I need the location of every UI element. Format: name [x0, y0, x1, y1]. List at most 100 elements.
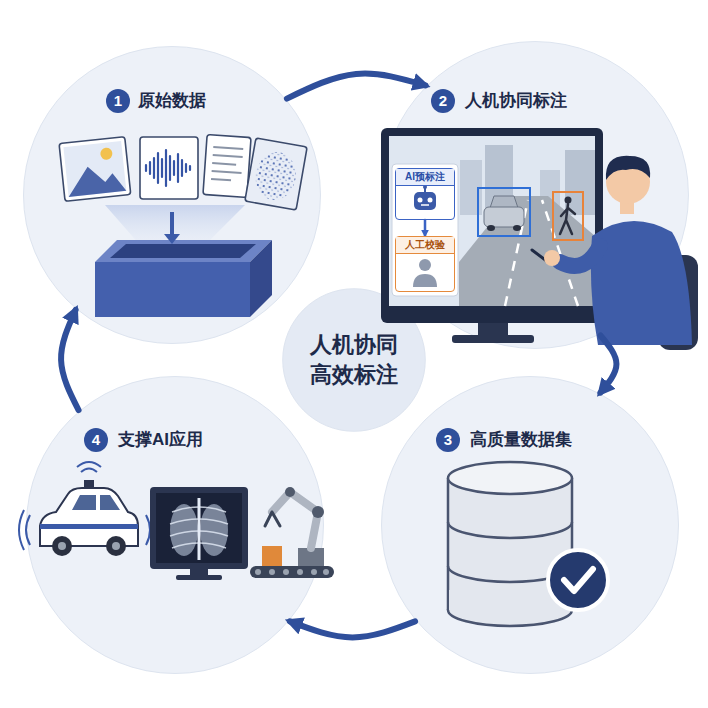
robot-icon	[421, 204, 429, 206]
step-heading: 人机协同标注	[465, 90, 567, 112]
robot-arm	[323, 569, 329, 575]
self-driving-car	[84, 480, 94, 487]
cycle-arrow	[600, 335, 616, 392]
down-arrow	[170, 212, 174, 236]
monitor	[389, 136, 595, 306]
robot-icon	[428, 198, 433, 203]
person-icon	[413, 259, 437, 287]
self-driving-car	[40, 524, 138, 529]
annotator	[532, 156, 698, 350]
monitor	[381, 128, 603, 323]
light-beam	[105, 205, 245, 245]
database	[448, 462, 608, 626]
image-card	[59, 137, 131, 202]
xray-monitor	[170, 507, 228, 548]
self-driving-car	[40, 488, 138, 546]
image-card	[100, 147, 113, 160]
callout-number: 4	[84, 428, 108, 452]
robot-arm	[285, 487, 295, 497]
robot-arm	[272, 492, 318, 548]
audio-card	[140, 137, 198, 199]
xray-monitor	[176, 575, 222, 580]
car-on-screen	[490, 196, 518, 208]
robot-icon	[418, 198, 423, 203]
image-card	[63, 141, 126, 197]
robot-arm	[297, 569, 303, 575]
xray-monitor	[150, 487, 248, 569]
flow-arrow	[424, 220, 427, 236]
point-cloud-card	[245, 138, 307, 210]
callout-number: 2	[431, 89, 455, 113]
robot-arm	[283, 569, 289, 575]
pedestrian	[553, 192, 583, 240]
monitor	[452, 335, 534, 343]
panel-label: 人工校验	[396, 237, 454, 254]
database	[448, 462, 572, 494]
robot-arm	[312, 506, 324, 518]
robot-arm	[255, 569, 261, 575]
panel-box: 人工校验	[395, 236, 455, 292]
robot-icon	[423, 185, 427, 189]
robot-icon	[414, 185, 436, 210]
pedestrian	[560, 204, 575, 234]
label-anchor: 2	[431, 89, 455, 113]
data-box	[95, 262, 250, 317]
car-on-screen	[484, 207, 524, 227]
self-driving-car	[19, 462, 157, 556]
data-box	[250, 240, 272, 317]
center-title: 人机协同 高效标注	[305, 330, 404, 389]
document-card	[203, 135, 251, 198]
point-cloud-card	[252, 149, 300, 203]
self-driving-car	[72, 495, 120, 510]
monitor	[381, 128, 603, 343]
document-card	[203, 135, 251, 198]
raw-data-cards	[59, 135, 307, 317]
cycle-arrow	[290, 621, 415, 637]
label-anchor: 3	[436, 428, 460, 452]
robot-icon	[414, 192, 436, 210]
self-driving-car	[106, 536, 126, 556]
robot-arm	[269, 569, 275, 575]
data-box	[95, 240, 272, 317]
monitor	[565, 150, 595, 215]
data-box	[95, 240, 272, 262]
cycle-arrow	[61, 310, 79, 410]
robot-arm	[311, 569, 317, 575]
image-card	[59, 137, 131, 202]
point-cloud-card	[245, 138, 307, 210]
car-on-screen	[513, 225, 521, 231]
step-heading: 原始数据	[138, 90, 206, 112]
image-card	[66, 163, 127, 197]
label-anchor: 4	[84, 428, 108, 452]
xray-monitor	[150, 487, 248, 580]
callout-number: 3	[436, 428, 460, 452]
self-driving-car	[112, 542, 120, 550]
annotator	[544, 250, 560, 266]
circle-fill	[27, 377, 324, 674]
annotator	[606, 156, 650, 180]
car-on-screen	[478, 188, 530, 236]
annotator	[560, 246, 600, 266]
monitor	[459, 196, 595, 306]
robot-arm	[262, 546, 282, 566]
person-icon	[419, 259, 431, 271]
panel-label: AI预标注	[396, 169, 454, 186]
pedestrian	[553, 192, 583, 240]
step-heading: 高质量数据集	[470, 429, 572, 451]
car-on-screen	[487, 225, 495, 231]
circle-fill	[24, 47, 321, 344]
person-icon	[413, 274, 437, 287]
database	[564, 569, 593, 591]
cycle-arrow	[287, 74, 425, 99]
down-arrow	[164, 212, 180, 244]
self-driving-car	[58, 542, 66, 550]
document-card	[211, 147, 243, 181]
data-box	[110, 244, 256, 258]
robot-arm	[250, 566, 334, 578]
annotator	[591, 221, 692, 345]
monitor	[478, 321, 508, 337]
audio-card	[140, 137, 198, 199]
side-panel	[392, 164, 458, 296]
car-on-screen	[478, 188, 530, 236]
